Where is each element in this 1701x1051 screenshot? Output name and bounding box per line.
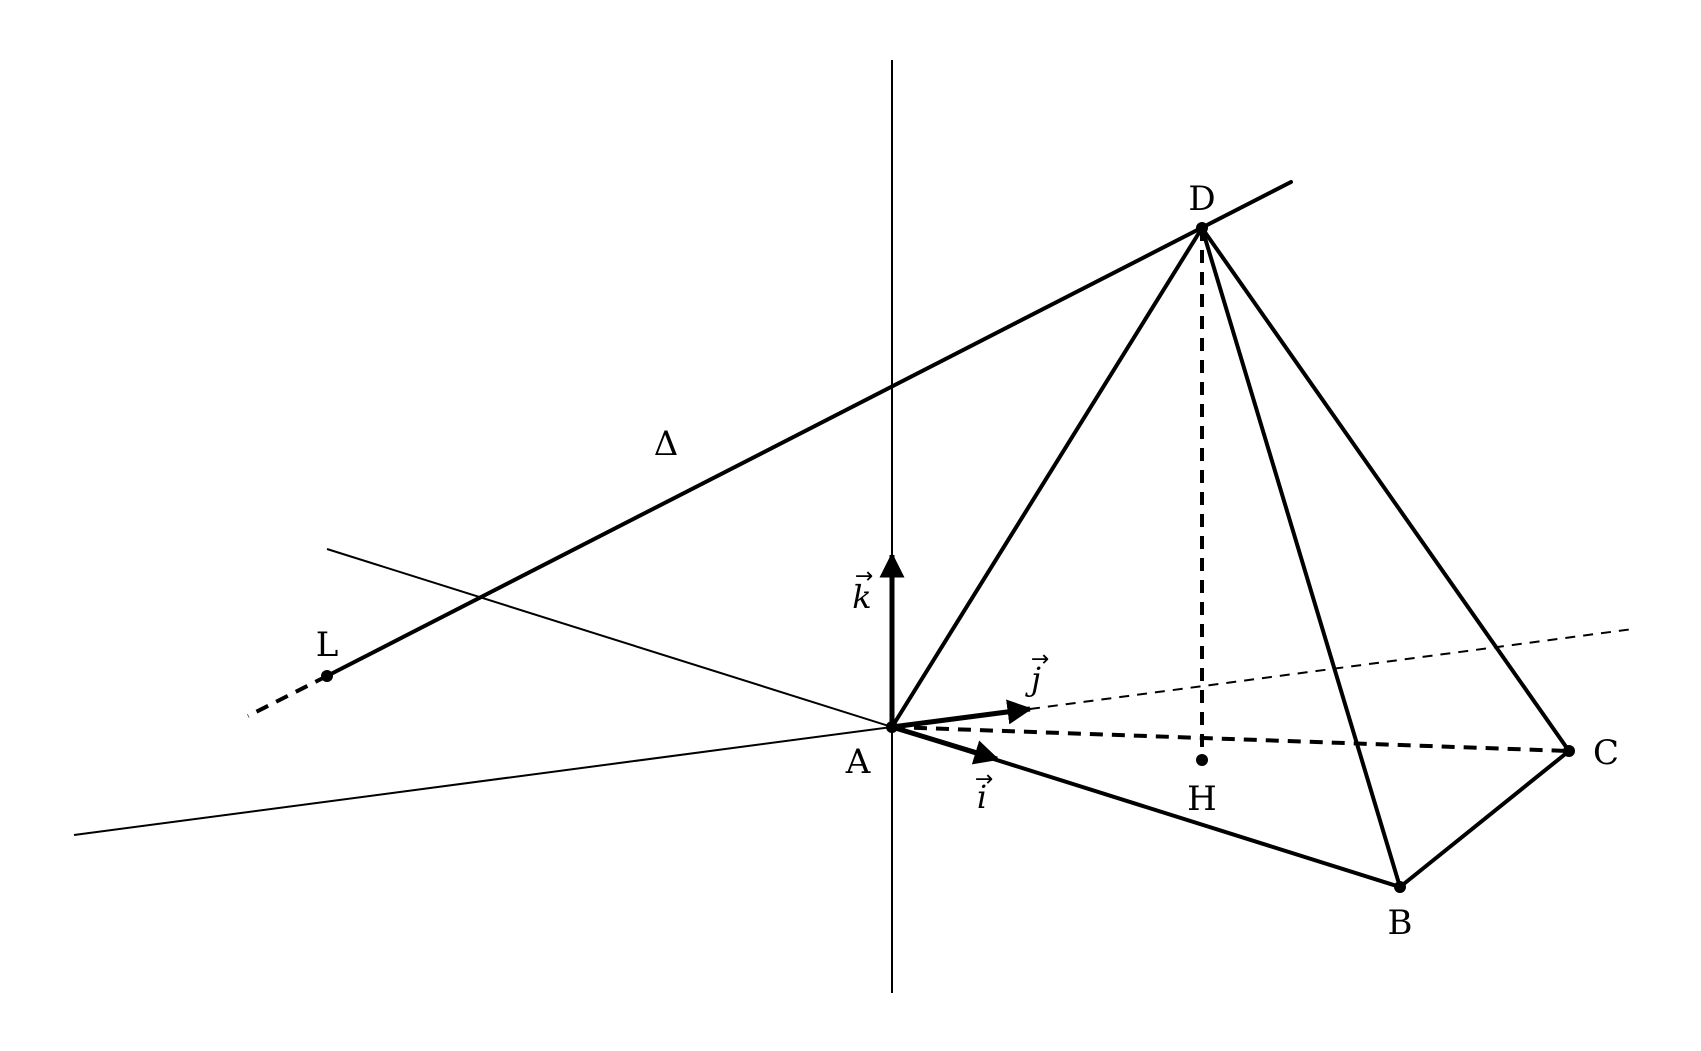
point-H [1196,754,1208,766]
point-A [886,721,898,733]
edge-AD [890,226,1204,729]
label-B: B [1388,903,1413,943]
label-H: H [1187,779,1217,819]
edge-DB [1200,226,1402,889]
edge-AC-hidden [891,725,1570,753]
label-D: D [1188,179,1215,219]
arrow-over-i: → [975,767,993,792]
vector-i [891,724,1000,765]
line-delta-extension [247,674,328,718]
point-L [321,670,333,682]
y-axis-front-hidden [1029,628,1634,710]
label-A: A [845,742,871,782]
label-L: L [316,625,339,665]
edge-BC [1398,749,1571,889]
arrow-over-j: → [1031,647,1049,672]
point-D [1196,222,1208,234]
arrow-over-k: → [855,564,873,589]
point-C [1563,745,1575,757]
line-delta [325,180,1293,678]
edge-DC [1200,226,1571,753]
label-delta: Δ [654,424,679,464]
label-vector-k: k [852,578,871,616]
label-C: C [1593,733,1619,773]
point-B [1394,881,1406,893]
vector-j [891,699,1033,730]
y-axis-back [73,726,893,836]
label-vector-i: i [977,778,987,816]
x-axis-back [326,548,893,728]
